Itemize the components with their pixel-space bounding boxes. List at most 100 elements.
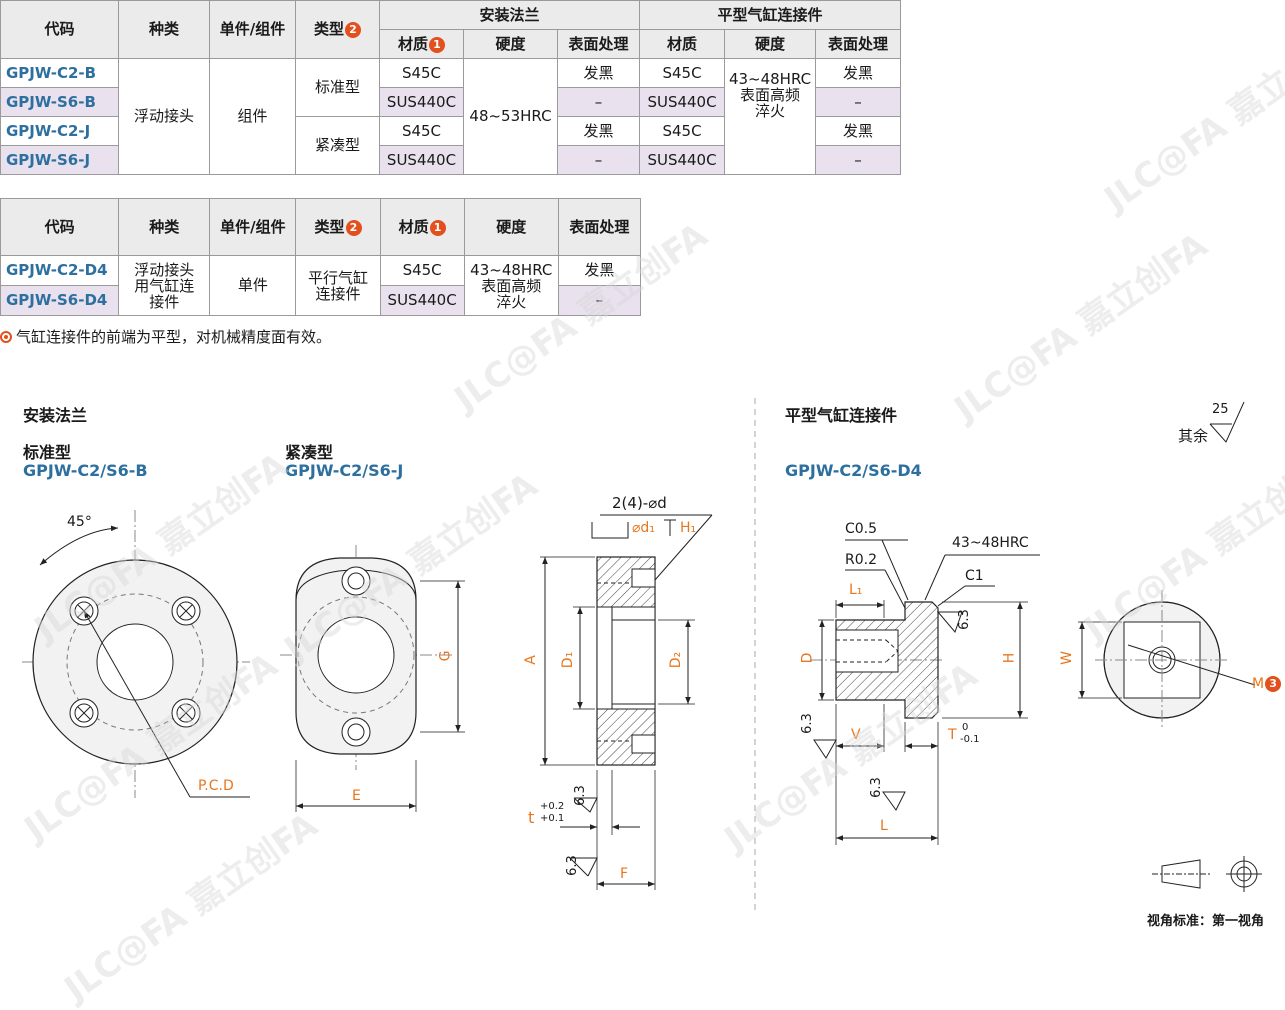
table-cell: SUS440C	[639, 87, 726, 117]
table-cell: –	[815, 145, 902, 175]
dim-t-tol-lower: +0.1	[540, 813, 565, 824]
header-surface: 表面处理	[556, 29, 641, 59]
table-cell: SUS440C	[379, 87, 464, 117]
dim-h: H	[1001, 652, 1018, 664]
projection-symbol	[1152, 856, 1262, 892]
table-cell-code: GPJW-S6-D4	[0, 285, 120, 316]
dim-hrc: 43~48HRC	[952, 535, 1029, 551]
technical-drawing	[22, 398, 1262, 915]
note-badge-3: 3	[1265, 676, 1282, 692]
dim-t: t	[528, 808, 535, 827]
section-flange-title: 安装法兰	[23, 406, 88, 425]
table-cell: –	[557, 285, 642, 316]
roughness-63: 6.3	[572, 785, 588, 806]
roughness-other-label: 其余	[1178, 427, 1209, 445]
dim-f: F	[620, 866, 629, 882]
dim-a: A	[522, 655, 539, 665]
roughness-value: 25	[1212, 402, 1229, 417]
table-cell-type: 平行气缸连接件	[295, 255, 381, 316]
dim-D1: D₁	[560, 651, 577, 669]
compact-type-label: 紧凑型	[285, 443, 334, 462]
header-code: 代码	[0, 198, 120, 256]
dim-r02: R0.2	[845, 552, 877, 568]
dim-l: L	[880, 818, 888, 834]
cylinder-connector-section	[810, 539, 1040, 845]
dim-d: D	[799, 652, 816, 664]
table-cell: 发黑	[815, 116, 902, 146]
standard-type-code: GPJW-C2/S6-B	[23, 461, 148, 480]
header-flange-group: 安装法兰	[378, 0, 641, 30]
header-hardness: 硬度	[724, 29, 817, 59]
bolt-hole	[171, 698, 201, 728]
bolt-hole	[171, 596, 201, 626]
table-cell-code: GPJW-S6-B	[0, 87, 119, 117]
header-cylinder-group: 平型气缸连接件	[639, 0, 902, 30]
cylinder-type-code: GPJW-C2/S6-D4	[785, 461, 922, 480]
header-hardness: 硬度	[463, 198, 559, 256]
table-cell: –	[556, 145, 641, 175]
standard-flange-view	[22, 510, 250, 798]
table-cell-kind: 浮动接头	[118, 58, 210, 175]
roughness-63: 6.3	[564, 855, 580, 876]
header-hardness: 硬度	[463, 29, 558, 59]
dim-c1: C1	[965, 568, 984, 584]
dim-tt: T	[948, 727, 957, 743]
note-badge-1: 1	[429, 36, 445, 53]
note-bullet-icon	[0, 331, 12, 343]
dim-pcd: P.C.D	[198, 778, 234, 794]
dim-tt-tol-upper: 0	[962, 722, 969, 733]
roughness-63: 6.3	[868, 777, 884, 798]
compact-flange-view	[280, 545, 465, 812]
table-cell: SUS440C	[379, 145, 464, 175]
standard-type-label: 标准型	[23, 443, 72, 462]
dim-h1: H₁	[680, 520, 697, 536]
table-cell: SUS440C	[379, 285, 465, 316]
table-cell: S45C	[379, 255, 465, 286]
section-cylinder-title: 平型气缸连接件	[785, 406, 898, 425]
roughness-63: 6.3	[956, 609, 972, 630]
table-cell: –	[815, 87, 902, 117]
view-standard-label: 视角标准：第一视角	[1147, 914, 1265, 929]
dim-w: W	[1058, 651, 1075, 665]
header-surface: 表面处理	[557, 198, 642, 256]
header-surface: 表面处理	[815, 29, 902, 59]
dim-holes: 2(4)-⌀d	[612, 494, 667, 512]
table-cell-code: GPJW-C2-B	[0, 58, 119, 88]
dim-D2: D₂	[668, 651, 685, 669]
cylinder-connector-front-view	[1078, 590, 1256, 730]
table-cell-code: GPJW-C2-J	[0, 116, 119, 146]
dim-t-tol-upper: +0.2	[540, 801, 565, 812]
flange-section-view	[540, 514, 713, 890]
table-cell-code: GPJW-S6-J	[0, 145, 119, 175]
header-kind: 种类	[118, 198, 211, 256]
note-badge-1: 1	[429, 219, 446, 236]
note-badge-2: 2	[345, 22, 361, 38]
roughness-63: 6.3	[799, 713, 815, 734]
table-cell: 发黑	[815, 58, 902, 88]
dim-e: E	[352, 788, 361, 804]
dim-angle: 45°	[67, 514, 92, 530]
table-cell-unit: 组件	[209, 58, 296, 175]
compact-type-code: GPJW-C2/S6-J	[285, 461, 404, 480]
bolt-hole	[69, 698, 99, 728]
table-cell-kind: 浮动接头用气缸连接件	[118, 255, 211, 316]
dim-g: G	[437, 650, 454, 662]
table-cell: SUS440C	[639, 145, 726, 175]
dim-v: V	[851, 727, 861, 743]
table-cell: S45C	[379, 116, 464, 146]
dim-c05: C0.5	[845, 521, 878, 537]
table-cell: 发黑	[556, 116, 641, 146]
table-cell-hardness: 48~53HRC	[463, 58, 558, 175]
table-cell: 发黑	[557, 255, 642, 286]
table-cell-type: 标准型	[295, 58, 380, 117]
table-cell: –	[556, 87, 641, 117]
dim-tt-tol-lower: -0.1	[960, 734, 980, 745]
header-code: 代码	[0, 0, 119, 59]
